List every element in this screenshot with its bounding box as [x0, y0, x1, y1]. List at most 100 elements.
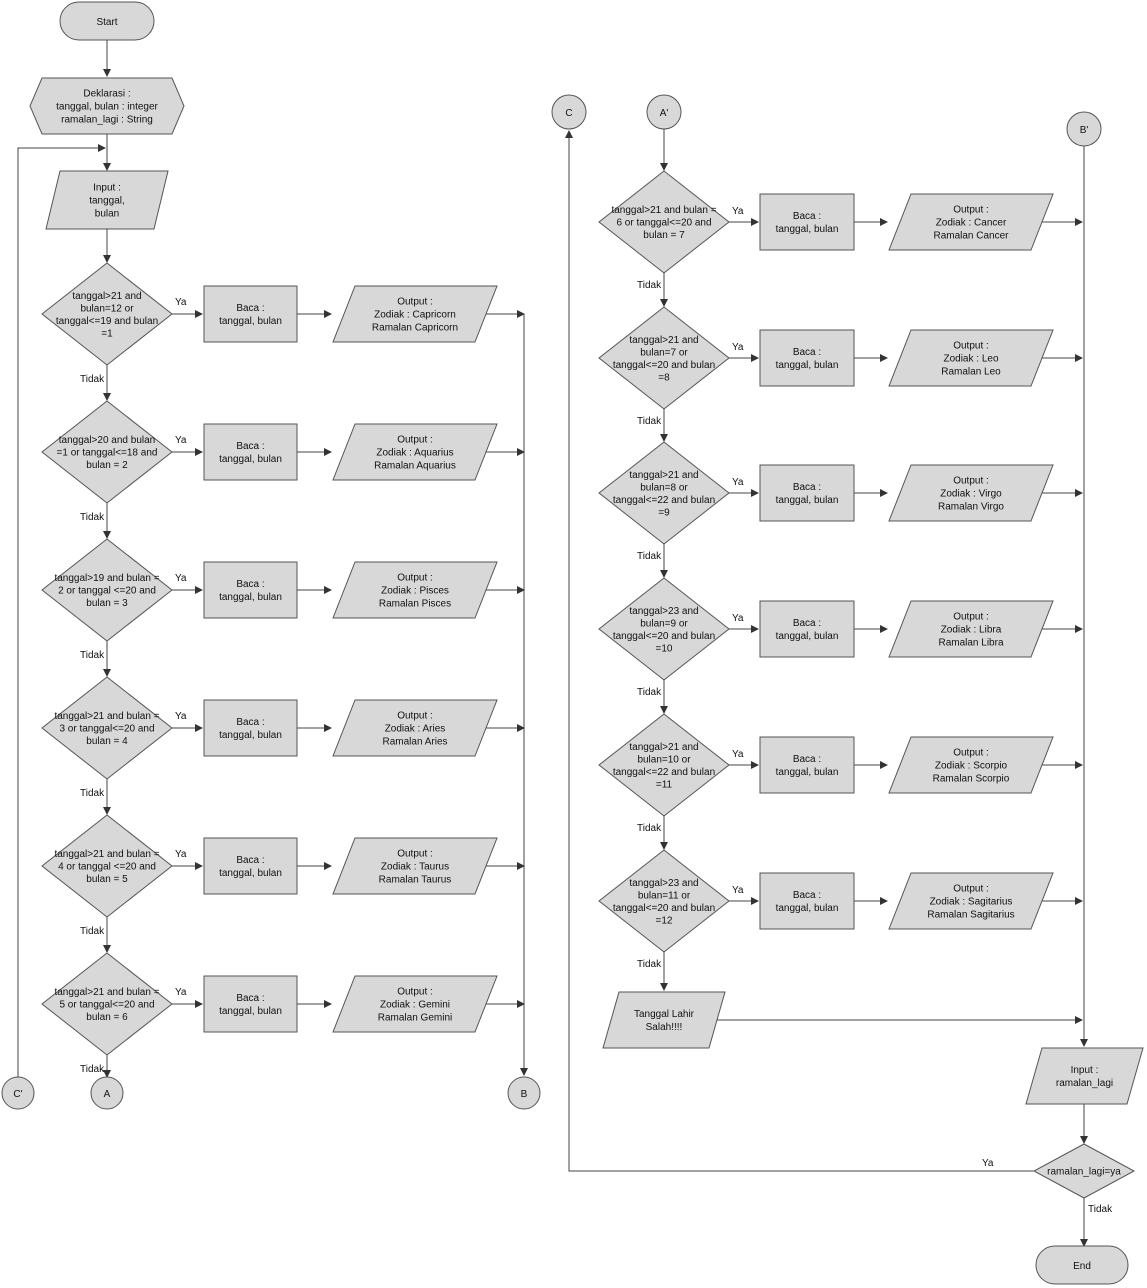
output-left-5-text-line: Ramalan Taurus — [379, 875, 452, 886]
decision-left-3: tanggal>19 and bulan =2 or tanggal <=20 … — [41, 538, 173, 642]
output-left-1-text-line: Zodiak : Capricorn — [374, 310, 456, 321]
decision-left-2: tanggal>20 and bulan=1 or tanggal<=18 an… — [41, 400, 173, 504]
output-left-1-text-line: Ramalan Capricorn — [372, 323, 458, 334]
input-again-shape — [1025, 1047, 1144, 1105]
input-date-text: Input :tanggal,bulan — [89, 183, 125, 220]
decision-right-2-shape — [598, 306, 730, 410]
read-left-6-shape — [203, 975, 298, 1033]
read-left-3-shape — [203, 561, 298, 619]
no-label-left-4: Tidak — [80, 788, 105, 799]
read-left-4-shape — [203, 699, 298, 757]
output-left-5-shape — [332, 837, 498, 895]
output-right-3-text-line: Zodiak : Virgo — [940, 489, 1002, 500]
yes-label-right-2: Ya — [732, 342, 744, 353]
read-right-6-text-line: tanggal, bulan — [776, 903, 839, 914]
output-right-6-shape — [888, 872, 1054, 930]
decision-right-6-text-line: =12 — [656, 915, 673, 926]
output-left-2-text-line: Ramalan Aquarius — [374, 461, 456, 472]
connector-b: B — [507, 1076, 541, 1110]
connector-b-prime-shape — [1066, 111, 1102, 147]
yes-label-right-3: Ya — [732, 477, 744, 488]
decision-right-6-text-line: bulan=11 or — [638, 890, 691, 901]
decision-left-2-text: tanggal>20 and bulan=1 or tanggal<=18 an… — [57, 435, 158, 471]
decision-right-6-text-line: tanggal>23 and — [629, 878, 698, 889]
output-left-1-shape — [332, 285, 498, 343]
decision-left-6-shape — [41, 952, 173, 1056]
yes-label-right-4: Ya — [732, 613, 744, 624]
connector-b-prime-label: B' — [1080, 125, 1089, 136]
output-left-3-text-line: Output : — [397, 573, 433, 584]
input-date: Input :tanggal,bulan — [45, 170, 169, 230]
read-left-2-text-line: tanggal, bulan — [219, 454, 282, 465]
end-terminal: End — [1035, 1245, 1129, 1285]
read-right-4-text-line: Baca : — [793, 618, 821, 629]
read-left-1-text: Baca :tanggal, bulan — [219, 303, 282, 327]
output-left-1-text-line: Output : — [397, 297, 433, 308]
start-terminal-shape — [59, 1, 155, 41]
decision-left-5-text-line: tanggal>21 and bulan = — [54, 849, 159, 860]
output-left-2-text-line: Zodiak : Aquarius — [376, 448, 453, 459]
output-right-4-text-line: Output : — [953, 612, 989, 623]
input-date-text-line: bulan — [95, 209, 119, 220]
repeat-decision-shape — [1032, 1143, 1136, 1199]
output-right-1-shape — [888, 193, 1054, 251]
output-right-6-text-line: Zodiak : Sagitarius — [930, 897, 1013, 908]
read-right-2-text-line: tanggal, bulan — [776, 360, 839, 371]
decision-right-1-text-line: 6 or tanggal<=20 and — [616, 218, 711, 229]
no-label-right-1: Tidak — [637, 280, 662, 291]
read-right-1-text-line: Baca : — [793, 211, 821, 222]
read-left-3-text: Baca :tanggal, bulan — [219, 579, 282, 603]
output-right-1-text-line: Output : — [953, 205, 989, 216]
read-left-4: Baca :tanggal, bulan — [203, 699, 298, 757]
read-right-5-text: Baca :tanggal, bulan — [776, 754, 839, 778]
decision-right-3-text-line: =9 — [658, 507, 670, 518]
decision-left-5-shape — [41, 814, 173, 918]
decision-right-1-text-line: tanggal>21 and bulan = — [611, 205, 716, 216]
decision-left-2-text-line: =1 or tanggal<=18 and — [57, 448, 158, 459]
read-right-1-text: Baca :tanggal, bulan — [776, 211, 839, 235]
end-terminal-shape — [1035, 1245, 1129, 1285]
decision-right-4-text-line: tanggal<=20 and bulan — [613, 631, 715, 642]
read-right-5-shape — [759, 736, 855, 794]
decision-left-4-text-line: bulan = 4 — [86, 736, 128, 747]
read-right-6-shape — [759, 872, 855, 930]
read-left-2-text-line: Baca : — [236, 441, 264, 452]
output-left-3-text-line: Ramalan Pisces — [379, 599, 451, 610]
connector-c-prime: C' — [1, 1076, 35, 1110]
yes-label-left-4: Ya — [175, 711, 187, 722]
decision-right-5-text-line: bulan=10 or — [637, 754, 691, 765]
read-right-4-shape — [759, 600, 855, 658]
read-right-2-shape — [759, 329, 855, 387]
decision-right-6-shape — [598, 849, 730, 953]
decision-left-1-text-line: tanggal>21 and — [72, 291, 141, 302]
read-right-3-text-line: tanggal, bulan — [776, 495, 839, 506]
input-again-text: Input :ramalan_lagi — [1056, 1065, 1113, 1089]
output-right-1-text-line: Ramalan Cancer — [933, 231, 1009, 242]
output-left-6-text-line: Ramalan Gemini — [378, 1013, 452, 1024]
output-right-5-shape — [888, 736, 1054, 794]
input-again: Input :ramalan_lagi — [1025, 1047, 1144, 1105]
connector-c: C — [551, 94, 587, 130]
output-right-1-text-line: Zodiak : Cancer — [936, 218, 1007, 229]
connector-a-prime-label: A' — [660, 108, 669, 119]
yes-label-left-1: Ya — [175, 297, 187, 308]
repeat-decision-text: ramalan_lagi=ya — [1047, 1167, 1121, 1178]
connector-a-prime-shape — [646, 94, 682, 130]
